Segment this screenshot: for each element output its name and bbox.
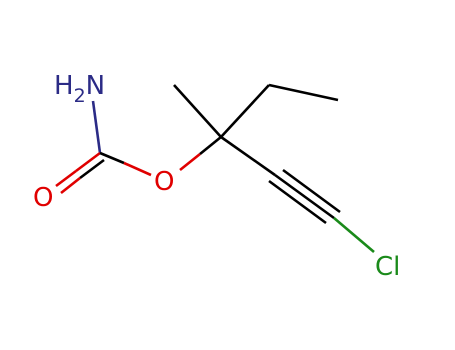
bond-cq-alkyne xyxy=(220,135,276,177)
bond-n-c xyxy=(91,100,102,154)
bond-c-cl xyxy=(333,217,375,253)
bond-ethyl-1 xyxy=(220,84,270,138)
bond-ethyl-2 xyxy=(268,83,339,102)
amine-h: H xyxy=(54,71,74,101)
bond-c-o-double-a2 xyxy=(55,169,77,188)
amine-subscript: 2 xyxy=(74,85,86,107)
amine-label: H2N xyxy=(54,71,105,107)
bond-triple-upper xyxy=(282,168,341,214)
carbonyl-oxygen-label: O xyxy=(33,183,53,213)
ester-oxygen-label: O xyxy=(154,167,174,197)
bond-o-cq-2 xyxy=(199,135,222,156)
bond-c-o-double-b2 xyxy=(60,176,81,195)
bond-methyl xyxy=(173,84,222,138)
bond-triple-center xyxy=(274,173,335,220)
bond-c-o-ester-2 xyxy=(123,161,152,177)
bond-triple-lower xyxy=(268,179,327,225)
bond-c-o-double-a xyxy=(75,151,101,173)
bond-c-o-double-b xyxy=(79,158,105,180)
amine-n: N xyxy=(86,71,105,101)
bond-c-o-ester-1 xyxy=(99,151,125,165)
bond-o-cq-1 xyxy=(179,152,201,172)
chlorine-label: Cl xyxy=(375,252,400,282)
